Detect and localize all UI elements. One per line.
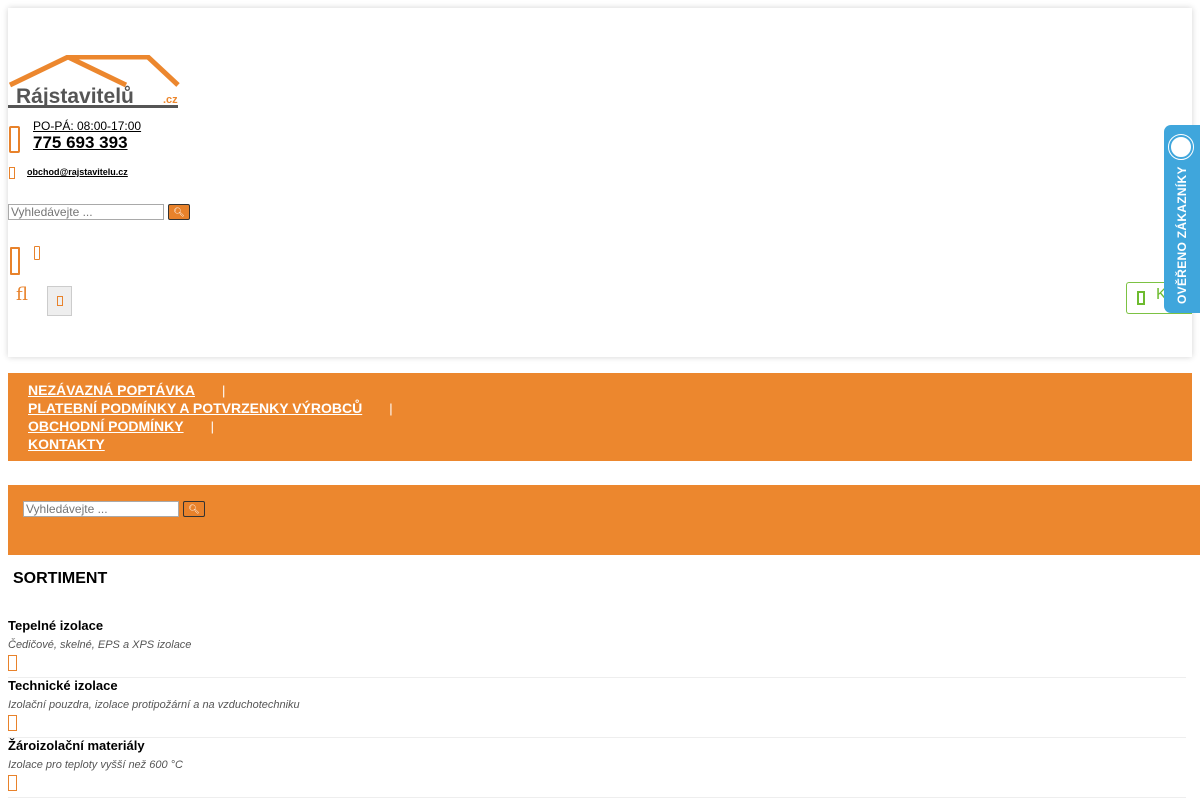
phone-icon: [9, 126, 20, 153]
nav-separator: |: [221, 382, 226, 398]
category-description: Izolace pro teploty vyšší než 600 °C: [8, 759, 183, 771]
site-header: Rájstavitelů .cz PO-PÁ: 08:00-17:00 775 …: [8, 8, 1192, 357]
category-title[interactable]: Tepelné izolace: [8, 618, 104, 633]
email-link[interactable]: obchod@rajstavitelu.cz: [27, 167, 128, 177]
nav-separator: |: [210, 418, 214, 434]
verified-badge-text: OVĚŘENO ZÁKAZNÍKY: [1175, 166, 1189, 305]
basket-button[interactable]: K: [1126, 282, 1192, 314]
menu-icon: [56, 296, 63, 306]
verified-reviews-badge[interactable]: OVĚŘENO ZÁKAZNÍKY: [1164, 125, 1200, 313]
sortiment-heading: SORTIMENT: [13, 570, 108, 587]
basket-label: K: [1156, 286, 1167, 303]
header-search: 🔍︎: [8, 204, 190, 220]
secondary-search-button[interactable]: 🔍︎: [183, 501, 205, 517]
mail-icon: [9, 167, 15, 179]
mobile-search-icon[interactable]: fl: [16, 284, 29, 305]
nav-item-platebni-podminky[interactable]: PLATEBNÍ PODMÍNKY A POTVRZENKY VÝROBCŮ: [28, 400, 363, 416]
nav-item-obchodni-podminky[interactable]: OBCHODNÍ PODMÍNKY: [28, 418, 184, 434]
search-button[interactable]: 🔍︎: [168, 204, 190, 220]
menu-toggle-button[interactable]: [47, 286, 72, 316]
nav-item-kontakty[interactable]: KONTAKTY: [28, 436, 105, 452]
logo-graphic: Rájstavitelů .cz: [8, 55, 180, 108]
category-description: Izolační pouzdra, izolace protipožární a…: [8, 699, 300, 711]
phone-number-link[interactable]: 775 693 393: [33, 133, 128, 152]
search-icon: 🔍︎: [188, 503, 200, 514]
category-item[interactable]: Tepelné izolace Čedičové, skelné, EPS a …: [8, 618, 1186, 678]
category-arrow-icon: [8, 775, 17, 791]
verified-seal-icon: [1168, 134, 1194, 160]
category-title[interactable]: Technické izolace: [8, 678, 118, 693]
main-navigation: NEZÁVAZNÁ POPTÁVKA | PLATEBNÍ PODMÍNKY A…: [8, 373, 1192, 461]
cart-icon[interactable]: [10, 247, 20, 275]
secondary-search-band: 🔍︎: [8, 485, 1200, 555]
category-list: Tepelné izolace Čedičové, skelné, EPS a …: [8, 618, 1186, 798]
basket-icon: [1137, 291, 1145, 305]
category-arrow-icon: [8, 655, 17, 671]
nav-separator: |: [389, 400, 393, 416]
secondary-search-input[interactable]: [23, 501, 179, 517]
category-item[interactable]: Žároizolační materiály Izolace pro teplo…: [8, 738, 1186, 798]
category-item[interactable]: Technické izolace Izolační pouzdra, izol…: [8, 678, 1186, 738]
user-icon[interactable]: [34, 246, 40, 260]
search-icon: 🔍︎: [173, 206, 185, 217]
nav-item-poptavka[interactable]: NEZÁVAZNÁ POPTÁVKA: [28, 382, 195, 398]
site-logo[interactable]: Rájstavitelů .cz: [8, 55, 180, 113]
category-title[interactable]: Žároizolační materiály: [8, 738, 145, 753]
category-description: Čedičové, skelné, EPS a XPS izolace: [8, 639, 192, 651]
search-input[interactable]: [8, 204, 164, 220]
svg-text:.cz: .cz: [163, 94, 178, 106]
category-arrow-icon: [8, 715, 17, 731]
opening-hours: PO-PÁ: 08:00-17:00: [33, 119, 142, 133]
svg-text:Rájstavitelů: Rájstavitelů: [16, 85, 134, 108]
